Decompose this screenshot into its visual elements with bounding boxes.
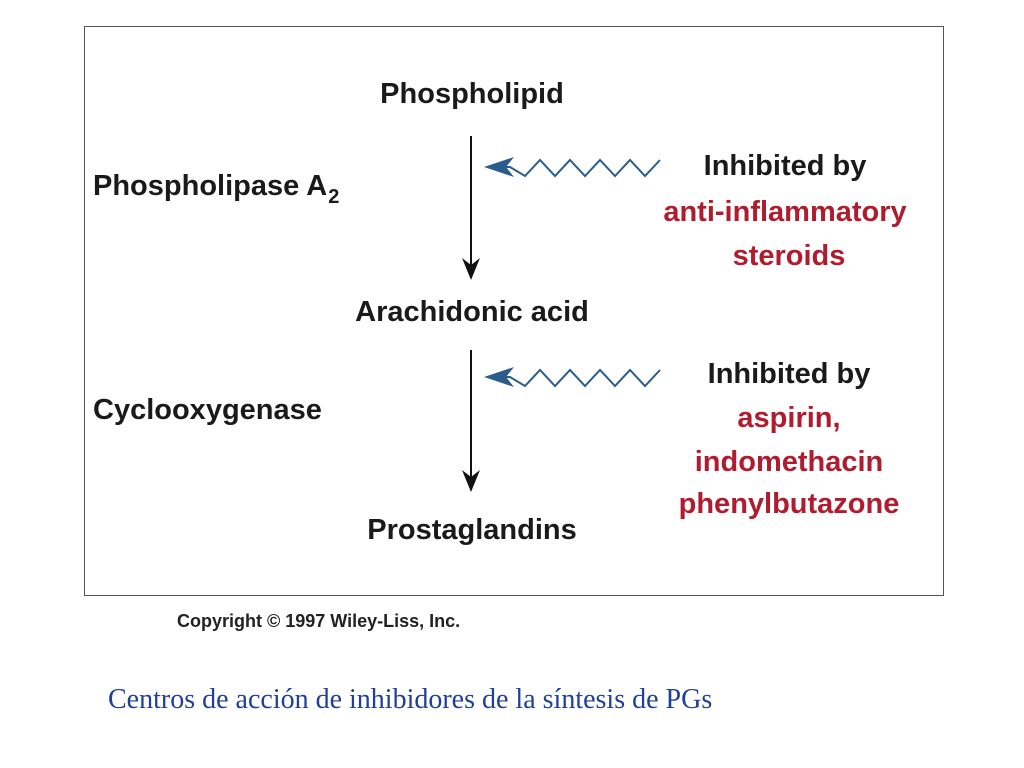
inhibition-1-heading: Inhibited by <box>703 150 867 182</box>
slide-caption: Centros de acción de inhibidores de la s… <box>108 684 713 715</box>
node-arachidonic-acid: Arachidonic acid <box>355 296 589 328</box>
node-phospholipid: Phospholipid <box>380 78 564 110</box>
inhibition-2-drug: phenylbutazone <box>678 488 900 520</box>
copyright-notice: Copyright © 1997 Wiley-Liss, Inc. <box>177 611 461 631</box>
pathway-arrow-2-head <box>462 470 480 492</box>
enzyme-phospholipase: Phospholipase A2 <box>93 170 339 208</box>
enzyme-phospholipase-subscript: 2 <box>328 186 340 208</box>
inhibition-2-drug: aspirin, <box>737 402 841 434</box>
inhibition-1-drug: steroids <box>732 240 846 272</box>
enzyme-phospholipase-label: Phospholipase A <box>93 170 328 202</box>
inhibition-arrow-1-head <box>484 157 514 177</box>
node-prostaglandins: Prostaglandins <box>367 514 577 546</box>
inhibition-2-heading: Inhibited by <box>707 358 871 390</box>
inhibition-arrow-2-head <box>484 367 514 387</box>
pathway-arrow-1-head <box>462 258 480 280</box>
inhibition-arrow-2 <box>488 368 661 388</box>
inhibition-2-drug: indomethacin <box>694 446 884 478</box>
inhibition-1-drug: anti-inflammatory <box>663 196 907 228</box>
enzyme-cyclooxygenase: Cyclooxygenase <box>93 394 322 426</box>
inhibition-arrow-1 <box>488 158 661 178</box>
figure-frame <box>84 26 944 596</box>
